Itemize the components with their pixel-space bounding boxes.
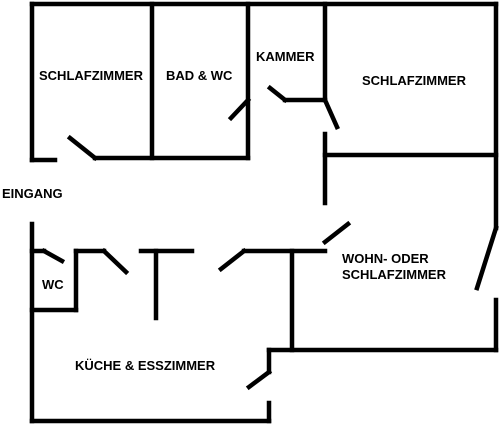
door-window-right (474, 225, 499, 291)
walls (29, 1, 499, 424)
door-kitchen-right (217, 247, 248, 273)
door-schlafzimmer-right (322, 97, 340, 130)
label-wohn-line2: SCHLAFZIMMER (342, 267, 447, 282)
label-bad-wc: BAD & WC (166, 68, 233, 83)
door-kitchen-left (100, 247, 130, 276)
door-kammer (266, 84, 289, 104)
door-kitchen-bottom (245, 368, 273, 391)
door-bad (227, 96, 252, 122)
door-schlafzimmer-left (66, 134, 99, 162)
doors (40, 84, 499, 391)
door-wc (40, 247, 66, 265)
room-labels: SCHLAFZIMMER BAD & WC KAMMER SCHLAFZIMME… (2, 49, 467, 373)
label-wc: WC (42, 277, 64, 292)
label-eingang: EINGANG (2, 186, 63, 201)
door-wohnzimmer (321, 220, 352, 246)
label-schlafzimmer-left: SCHLAFZIMMER (39, 68, 144, 83)
label-wohn-line1: WOHN- ODER (342, 251, 429, 266)
label-kueche: KÜCHE & ESSZIMMER (75, 358, 216, 373)
label-kammer: KAMMER (256, 49, 315, 64)
label-schlafzimmer-right: SCHLAFZIMMER (362, 73, 467, 88)
